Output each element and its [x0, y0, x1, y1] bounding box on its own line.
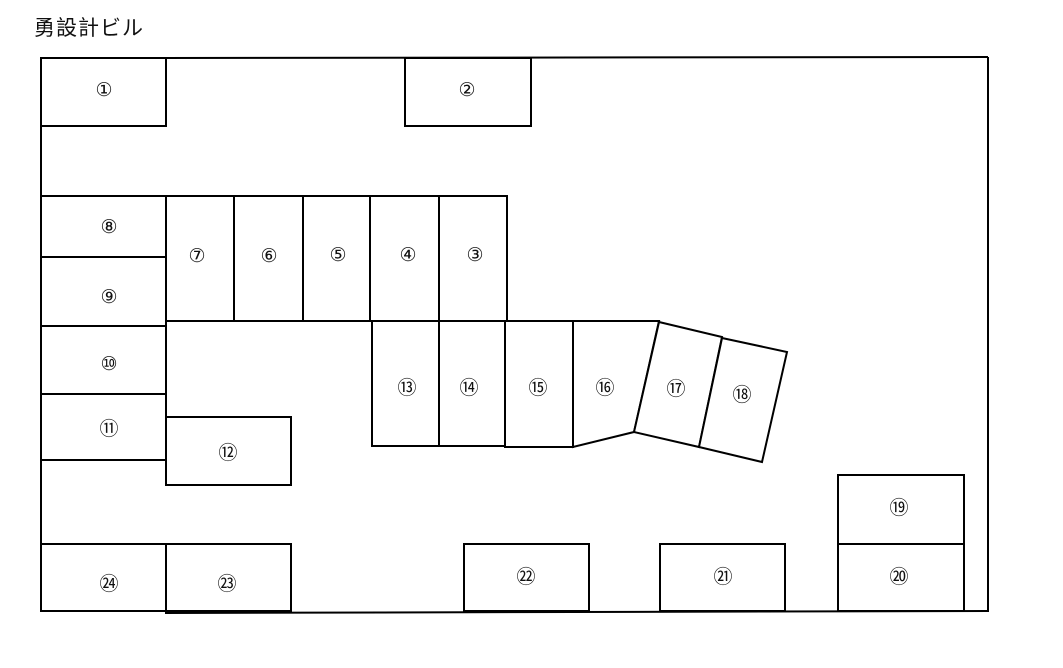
- space-number-label: ⑤: [329, 244, 346, 266]
- space-number-label: ㉑: [713, 566, 732, 588]
- parking-space-3: ③: [438, 195, 508, 322]
- space-number-label: ⑪: [99, 418, 118, 440]
- parking-space-15: ⑮: [504, 320, 574, 448]
- space-number-label: ②: [458, 79, 475, 101]
- space-number-label: ⑳: [889, 566, 908, 588]
- space-outline: [40, 57, 167, 127]
- space-number-label: ⑥: [260, 245, 277, 267]
- space-number-label: ⑮: [528, 377, 547, 399]
- parking-space-6: ⑥: [233, 195, 304, 322]
- parking-space-10: ⑩: [40, 325, 167, 395]
- parking-space-1: ①: [40, 57, 167, 127]
- space-number-label: ⑩: [100, 353, 117, 375]
- parking-space-11: ⑪: [40, 393, 167, 461]
- space-outline: [697, 336, 789, 464]
- space-number-label: ⑬: [397, 377, 416, 399]
- space-number-label: ③: [466, 244, 483, 266]
- parking-space-12: ⑫: [165, 416, 292, 486]
- space-outline: [837, 543, 965, 612]
- parking-space-24: ㉔: [40, 543, 167, 612]
- parking-space-5: ⑤: [302, 195, 371, 322]
- space-number-label: ④: [399, 244, 416, 266]
- space-outline: [40, 543, 167, 612]
- parking-space-13: ⑬: [371, 320, 440, 447]
- parking-space-20: ⑳: [837, 543, 965, 612]
- space-number-label: ⑨: [100, 286, 117, 308]
- space-outline: [165, 416, 292, 486]
- space-number-label: ㉔: [99, 573, 118, 595]
- space-outline: [659, 543, 786, 612]
- space-number-label: ⑯: [595, 377, 614, 399]
- space-outline: [463, 543, 590, 612]
- space-number-label: ⑲: [889, 497, 908, 519]
- parking-space-23: ㉓: [165, 543, 292, 612]
- parking-space-22: ㉒: [463, 543, 590, 612]
- parking-space-14: ⑭: [438, 320, 506, 447]
- parking-space-2: ②: [404, 57, 532, 127]
- parking-space-18: ⑱: [697, 336, 789, 464]
- parking-space-9: ⑨: [40, 256, 167, 327]
- parking-space-4: ④: [369, 195, 440, 322]
- space-number-label: ⑫: [218, 442, 237, 464]
- space-number-label: ①: [95, 79, 112, 101]
- space-number-label: ㉓: [217, 573, 236, 595]
- space-number-label: ⑱: [732, 384, 751, 406]
- space-number-label: ⑦: [188, 245, 205, 267]
- space-number-label: ⑭: [459, 377, 478, 399]
- space-number-label: ㉒: [516, 566, 535, 588]
- space-number-label: ⑧: [100, 216, 117, 238]
- space-number-label: ⑰: [666, 378, 685, 400]
- parking-space-8: ⑧: [40, 195, 167, 258]
- parking-space-7: ⑦: [165, 195, 235, 322]
- parking-space-21: ㉑: [659, 543, 786, 612]
- parking-space-19: ⑲: [837, 474, 965, 545]
- lot-title: 勇設計ビル: [34, 16, 144, 40]
- space-outline: [404, 57, 532, 127]
